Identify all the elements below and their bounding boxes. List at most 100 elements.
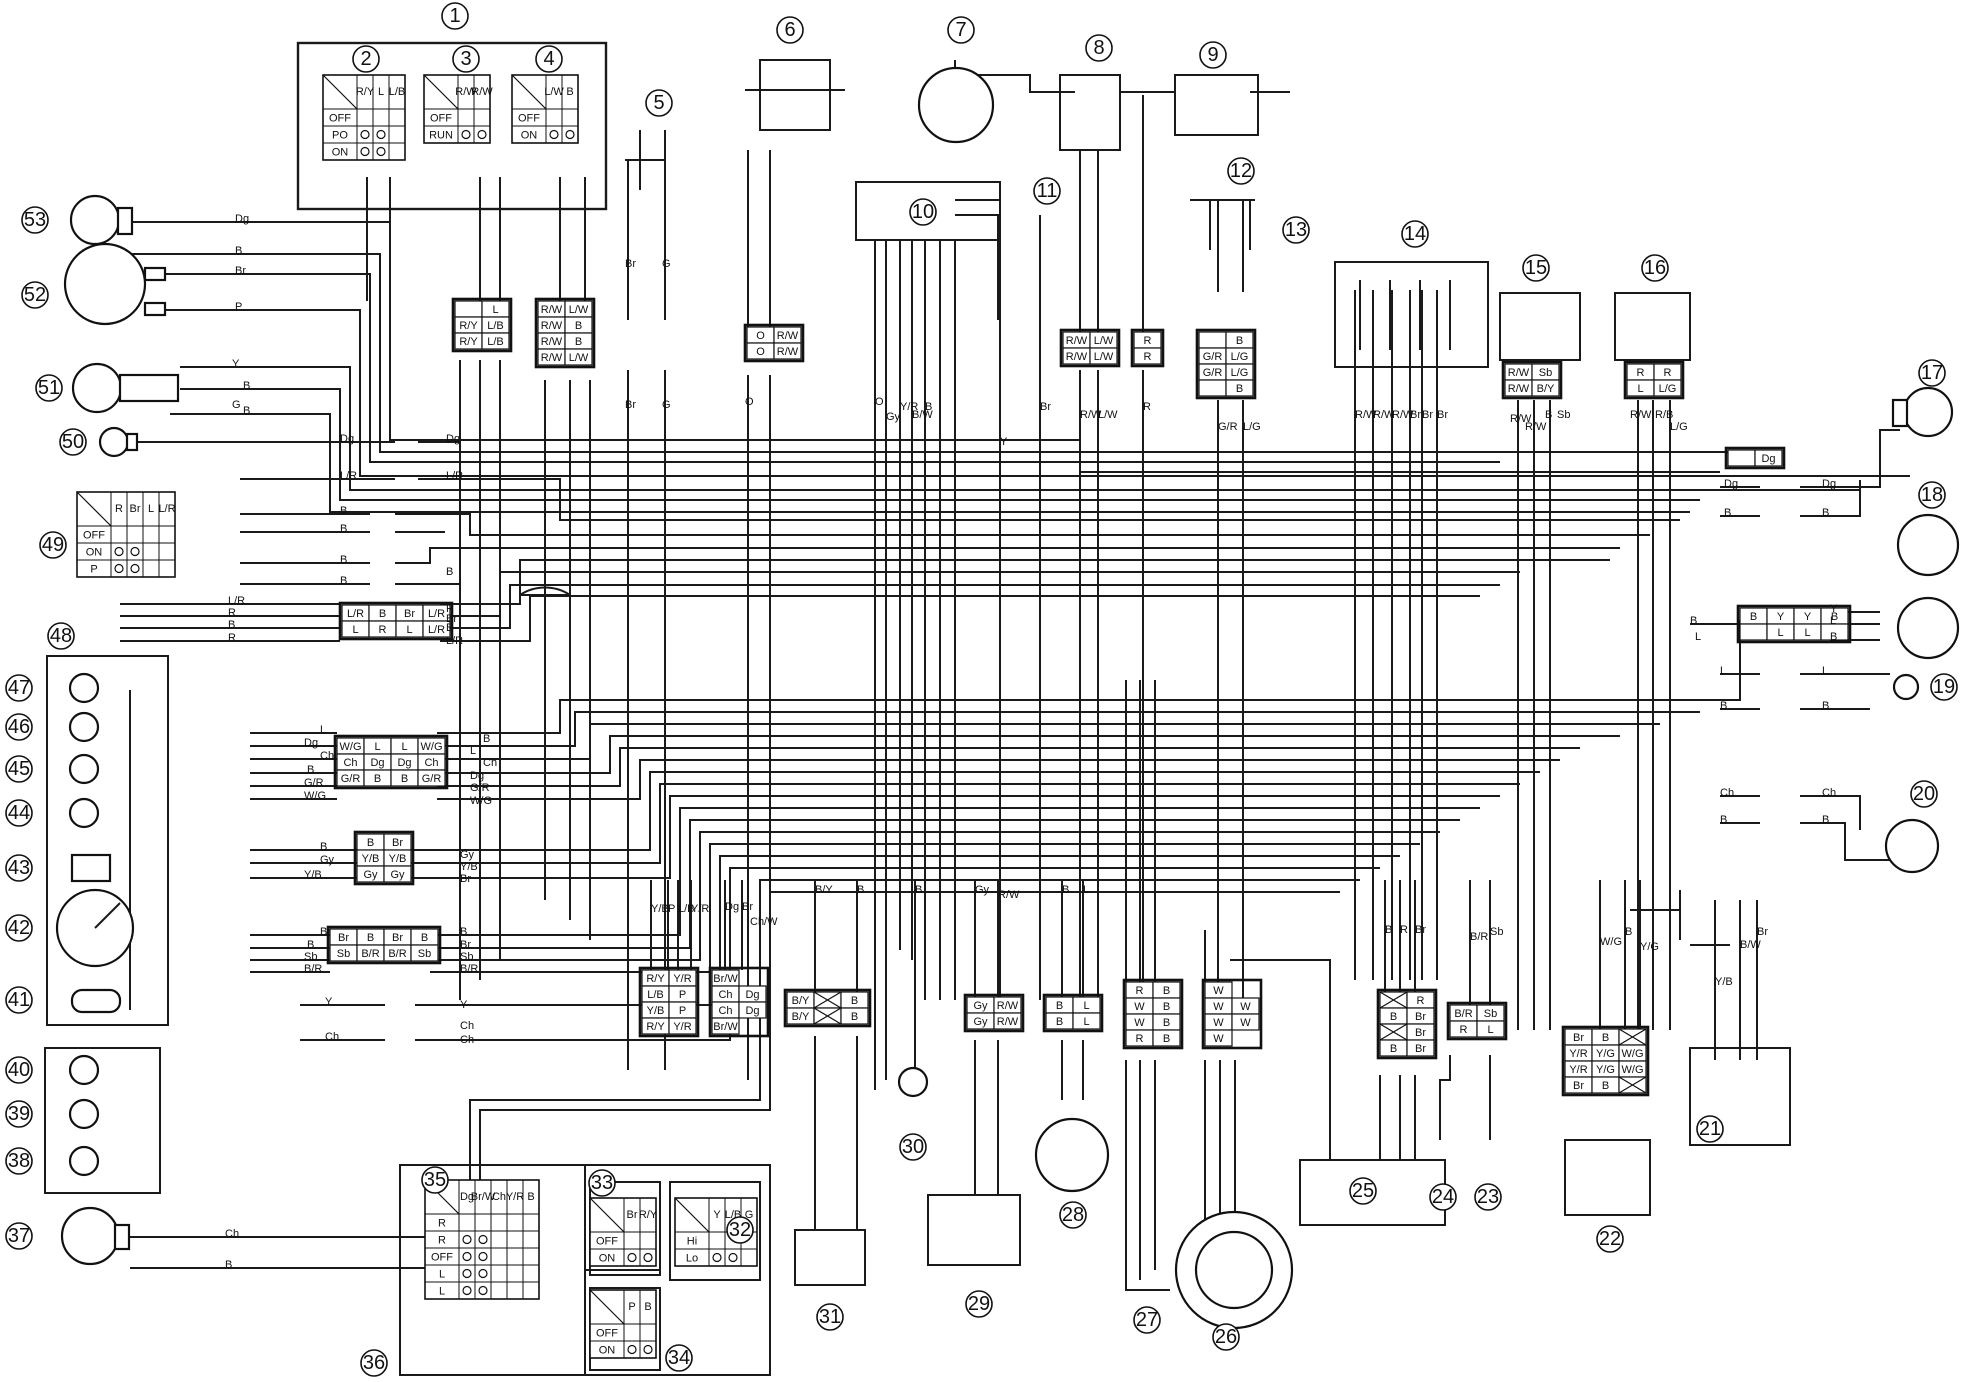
connector-pin: L/B — [647, 989, 664, 1001]
connector-pin: Gy — [363, 869, 378, 881]
switch-position-label: R — [438, 1235, 446, 1247]
component-number: 38 — [8, 1150, 30, 1172]
wire-color-label: R/W — [1525, 421, 1547, 433]
connector-pin: Br — [392, 837, 403, 849]
connector-pin: B/Y — [1537, 383, 1555, 395]
connector-pin: B — [1831, 611, 1838, 623]
switch-position-label: L — [439, 1286, 445, 1298]
connector-pin: W — [1213, 1017, 1224, 1029]
component-17: 17 — [1918, 359, 1946, 387]
connector-pin: L — [406, 624, 412, 636]
connector-pin: L — [1637, 383, 1643, 395]
component-number: 2 — [360, 48, 371, 70]
switch-position-label: ON — [332, 147, 349, 159]
wire-color-label: Y — [460, 999, 468, 1011]
wire-color-label: W/G — [1600, 936, 1622, 948]
connector-pin: R/W — [1508, 383, 1530, 395]
wire-color-label: Dg — [470, 770, 484, 782]
wire-color-label: L/W — [1098, 409, 1118, 421]
component-number: 19 — [1933, 676, 1955, 698]
connector-pin: Br — [1415, 1011, 1426, 1023]
connector-pin: B — [1602, 1080, 1609, 1092]
wire-color-label: Y/R — [691, 903, 709, 915]
switch-position-label: Hi — [687, 1236, 697, 1248]
lamp-50 — [98, 426, 130, 458]
connector-pin: B — [367, 932, 374, 944]
connector-pin: W — [1240, 1001, 1251, 1013]
switch-position-label: ON — [521, 130, 538, 142]
connector-pin: Gy — [390, 869, 405, 881]
component-number: 45 — [8, 758, 30, 780]
connector-pin: L — [492, 304, 498, 316]
connector-pin: W — [1213, 1001, 1224, 1013]
connector-pin: G/R — [1203, 367, 1223, 379]
wire-color-label: Br — [1757, 926, 1768, 938]
connector-pin: L/R — [428, 624, 445, 636]
connector-pin: L/G — [1231, 351, 1249, 363]
switch-column-label: L — [378, 86, 384, 98]
wire-color-label: P — [235, 301, 242, 313]
connector-pin: L/W — [569, 352, 589, 364]
wire-color-label: Y/B — [651, 903, 669, 915]
wire-color-label: Dg — [1822, 478, 1836, 490]
connector-pin: Br — [1573, 1032, 1584, 1044]
component-number: 34 — [668, 1347, 690, 1369]
connector-pin: B — [1056, 1000, 1063, 1012]
switch-position-label: OFF — [431, 1252, 453, 1264]
connector-pin: O — [756, 330, 765, 342]
wire-color-label: B — [320, 841, 327, 853]
lamps — [55, 66, 1960, 1330]
connector-pin: W — [1240, 1017, 1251, 1029]
connector-pin: Y/R — [1569, 1048, 1587, 1060]
component-41: 41 — [5, 986, 33, 1014]
connector-pin: R — [1144, 351, 1152, 363]
component-number: 31 — [819, 1306, 841, 1328]
connector-pin: B — [1236, 383, 1243, 395]
component-number: 28 — [1062, 1204, 1084, 1226]
switch-column-label: Dg — [460, 1191, 474, 1203]
wire-color-label: L/B — [678, 903, 695, 915]
wire-color-label: B — [1822, 507, 1829, 519]
wire-color-label: B — [1625, 926, 1632, 938]
component-number: 41 — [8, 989, 30, 1011]
component-40: 40 — [5, 1056, 33, 1084]
connector-pin: R/Y — [646, 973, 665, 985]
component-43: 43 — [5, 854, 33, 882]
connector-pin: L — [1804, 627, 1810, 639]
wire-color-label: B — [235, 245, 242, 257]
wire-color-label: Br — [1437, 409, 1448, 421]
connector-pin: R — [1664, 367, 1672, 379]
component-number: 9 — [1207, 44, 1218, 66]
connector-pin: R/W — [997, 1000, 1019, 1012]
component-44: 44 — [5, 799, 33, 827]
switch-position-label: OFF — [518, 113, 540, 125]
connector-pin: B — [851, 1011, 858, 1023]
wire-color-label: Ch — [1720, 787, 1734, 799]
switch-column-label: B — [527, 1191, 534, 1203]
connector-pin: R — [379, 624, 387, 636]
wire-color-label: L/R — [446, 635, 463, 647]
connector-pin: Dg — [745, 989, 759, 1001]
connector-pin: R — [1637, 367, 1645, 379]
lamp-46 — [68, 711, 100, 743]
wire-color-label: Gy — [975, 884, 990, 896]
wire-color-label: L/R — [446, 470, 463, 482]
wire-color-label: L — [1695, 631, 1701, 643]
connector-pin: L/B — [487, 336, 504, 348]
wire-color-label: R/W — [1392, 409, 1414, 421]
gauge-43 — [70, 853, 112, 883]
component-34: 34 — [665, 1344, 693, 1372]
component-number: 21 — [1699, 1118, 1721, 1140]
switch-column-label: Br — [130, 503, 141, 515]
connector-pin: Br — [1415, 1027, 1426, 1039]
connector-pin: L — [352, 624, 358, 636]
connector-pin: W — [1213, 985, 1224, 997]
